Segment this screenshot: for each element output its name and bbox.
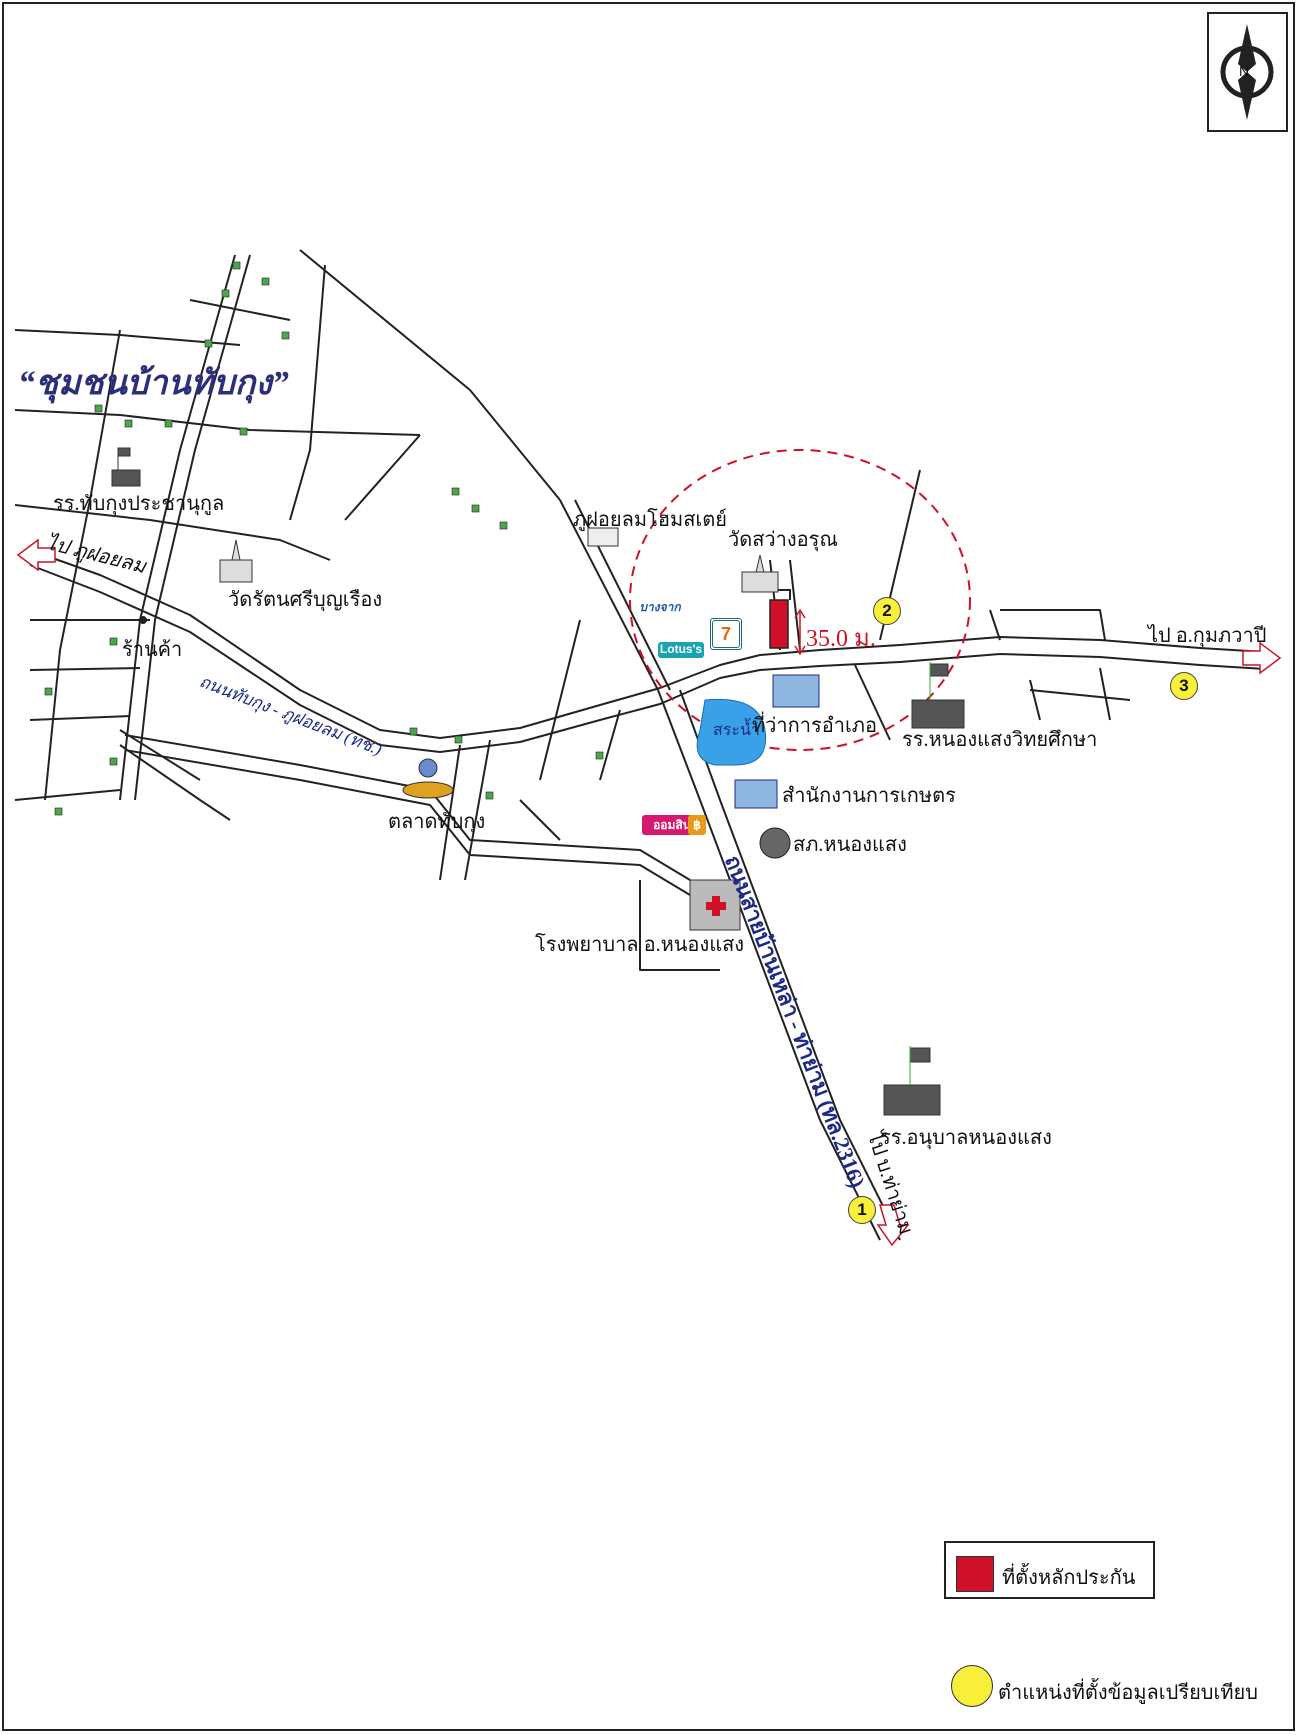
distance-label: 35.0 ม. xyxy=(806,626,876,652)
comparison-marker-1: 1 xyxy=(848,1196,876,1224)
road-tabkung-phufai xyxy=(29,549,1266,739)
hospital-icon xyxy=(689,879,741,931)
label-homestay: ภูฝอยลมโฮมสเตย์ xyxy=(573,509,727,531)
temple-icon xyxy=(219,539,779,593)
label-district-office: ที่ว่าการอำเภอ xyxy=(752,715,877,737)
label-shop: ร้านค้า xyxy=(122,639,183,661)
petrol-station-logo: บางจาก xyxy=(634,598,686,614)
district-office-icon xyxy=(772,674,820,708)
pond-icon xyxy=(696,698,767,766)
police-icon xyxy=(759,827,791,859)
collateral-site-marker xyxy=(769,599,789,649)
shop-icon xyxy=(139,616,147,624)
legend-collateral-swatch xyxy=(956,1556,994,1592)
label-wat-rattana: วัดรัตนศรีบุญเรือง xyxy=(228,589,383,611)
label-police: สภ.หนองแสง xyxy=(793,834,907,856)
legend-collateral: ที่ตั้งหลักประกัน xyxy=(944,1541,1155,1599)
page-title: “ชุมชนบ้านทับกุง” xyxy=(18,365,289,402)
label-school-tabkung: รร.ทับกุงประชานุกูล xyxy=(53,493,225,515)
lotus-logo: Lotus's xyxy=(658,642,704,658)
arrow-left-icon xyxy=(16,538,56,572)
legend-comparison-label: ตำแหน่งที่ตั้งข้อมูลเปรียบเทียบ xyxy=(998,1682,1258,1704)
bank-mark-icon: ฿ xyxy=(688,815,706,835)
seven-eleven-logo: 7 xyxy=(712,620,740,648)
label-agri-office: สำนักงานการเกษตร xyxy=(782,785,956,807)
comparison-marker-2: 2 xyxy=(873,597,901,625)
agri-office-icon xyxy=(734,779,778,809)
market-icon xyxy=(402,758,454,799)
radius-circle xyxy=(629,449,971,751)
label-hospital: โรงพยาบาล อ.หนองแสง xyxy=(535,934,745,956)
legend-collateral-label: ที่ตั้งหลักประกัน xyxy=(1002,1567,1136,1589)
label-kindergarten: รร.อนุบาลหนองแสง xyxy=(880,1127,1052,1149)
legend-comparison-swatch xyxy=(951,1665,993,1707)
arrow-right-icon xyxy=(1242,641,1282,675)
comparison-marker-3: 3 xyxy=(1170,672,1198,700)
arrow-down-icon xyxy=(876,1204,910,1247)
school-icon xyxy=(111,447,965,1116)
label-wat-sawang: วัดสว่างอรุณ xyxy=(728,529,838,551)
gsb-bank-logo: ออมสิน xyxy=(642,815,702,835)
north-arrow-graphic xyxy=(1220,24,1274,120)
house-markers xyxy=(44,261,604,816)
label-to-kumphawapi: ไป อ.กุมภวาปี xyxy=(1148,625,1267,647)
bank-atm-icon xyxy=(710,618,742,650)
label-pond: สระน้ำ xyxy=(713,722,760,739)
road-2316 xyxy=(657,689,881,1241)
label-school-nongsaeng: รร.หนองแสงวิทยศึกษา xyxy=(902,729,1098,751)
label-market: ตลาดทับกุง xyxy=(388,811,486,833)
homestay-icon xyxy=(587,527,619,547)
north-arrow-icon xyxy=(1207,12,1288,132)
compass-letter: N xyxy=(1239,63,1250,79)
